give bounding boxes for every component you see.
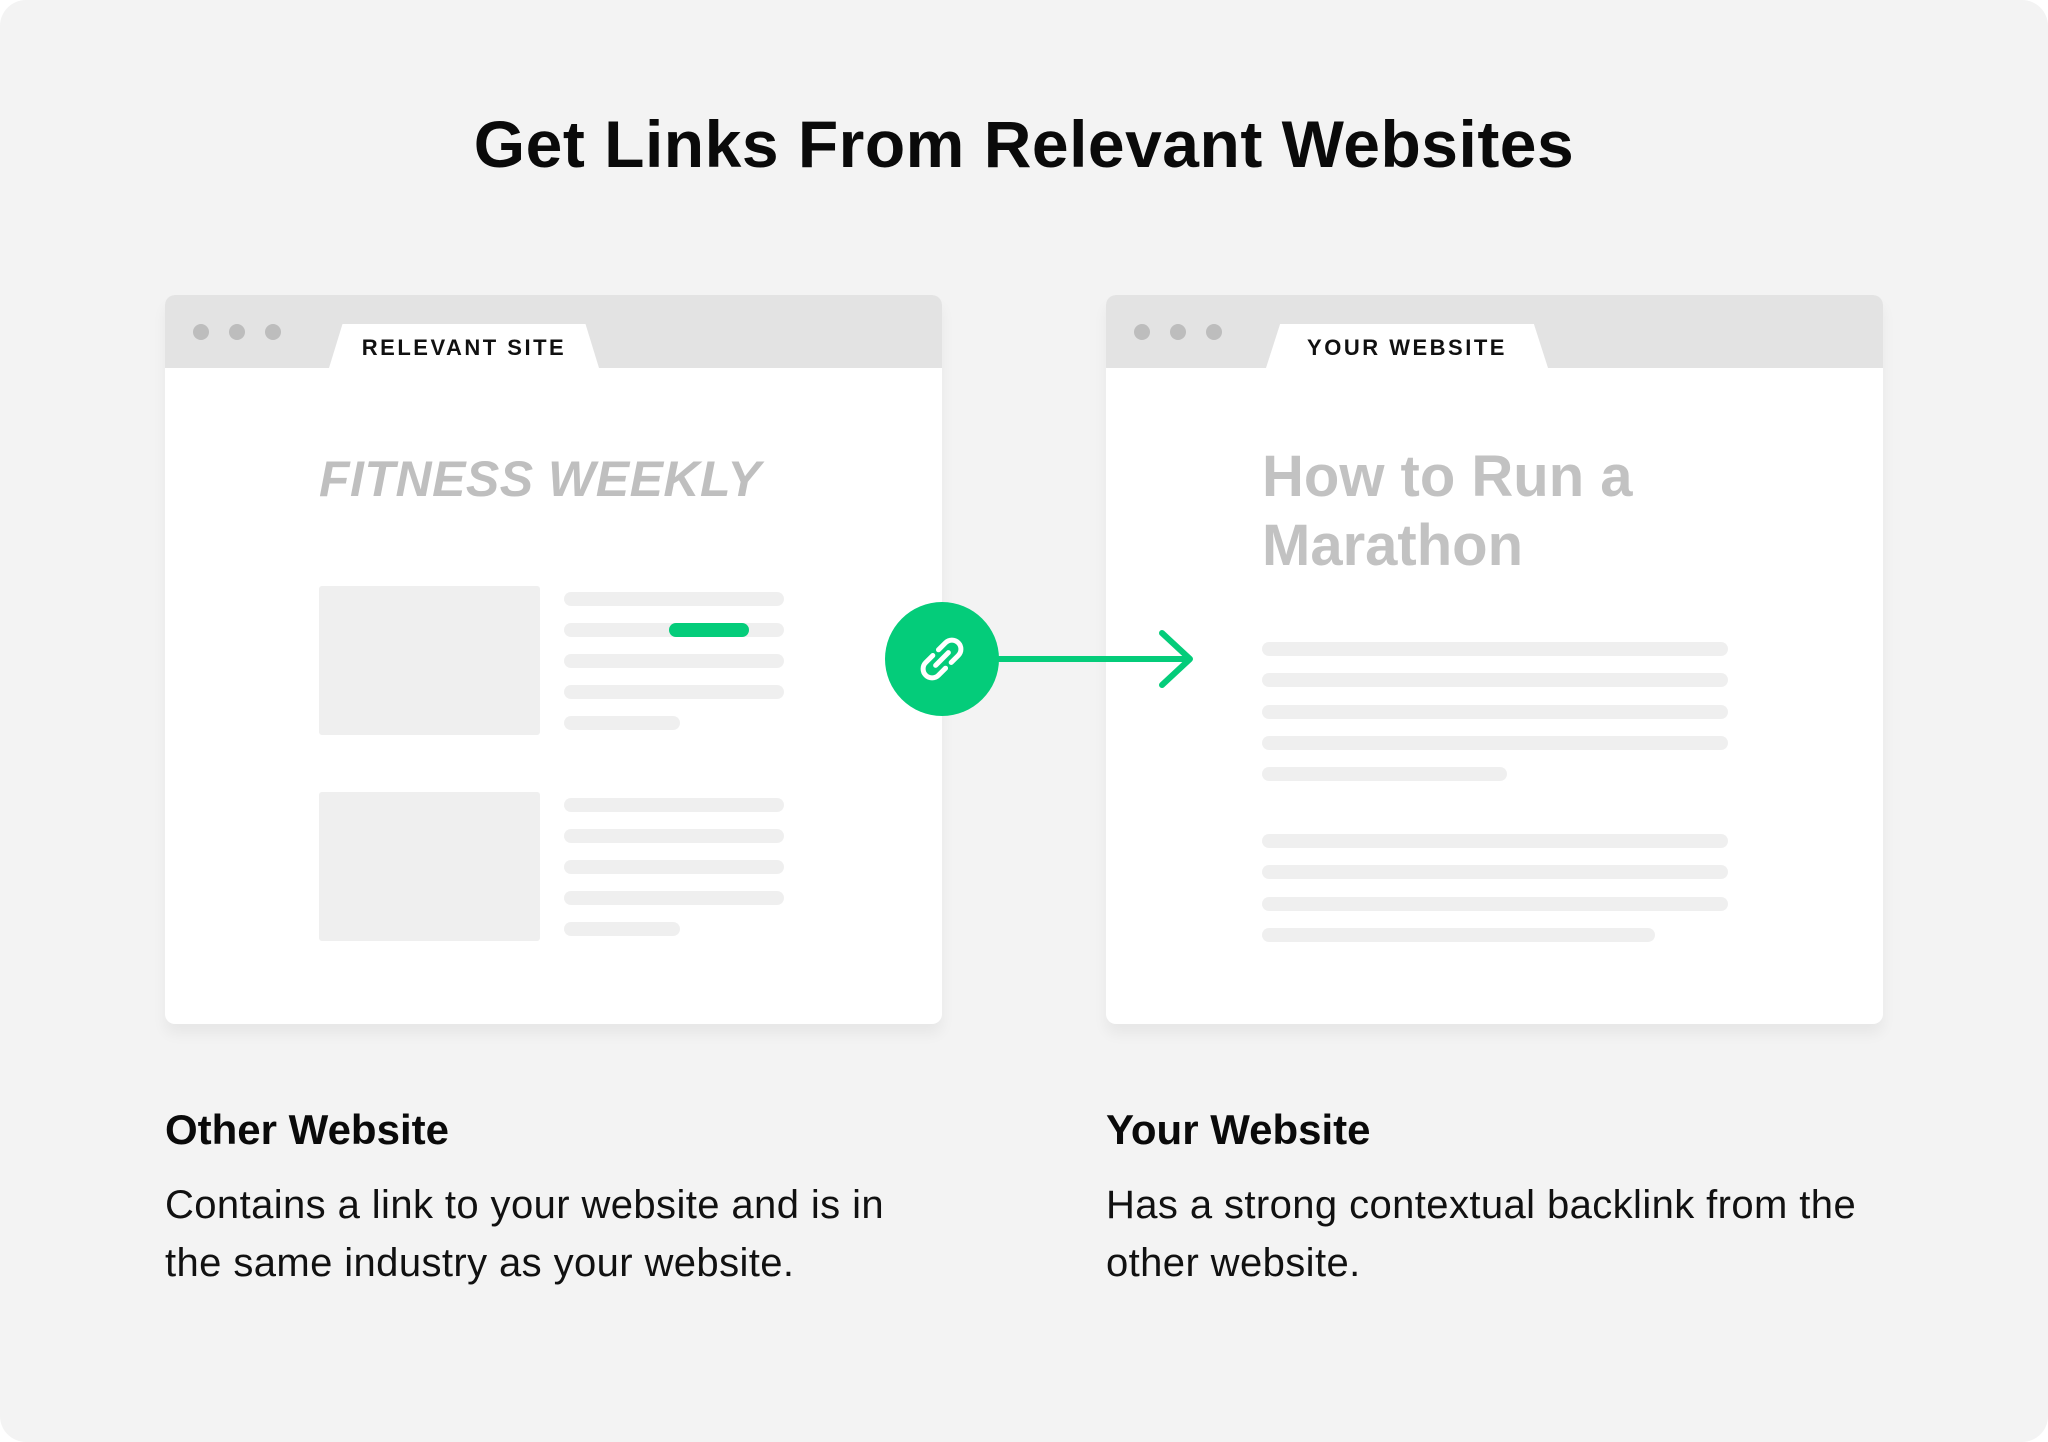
text-line-placeholder: [1262, 865, 1728, 879]
caption-your-website: Your Website Has a strong contextual bac…: [1106, 1106, 1886, 1292]
page-title: Get Links From Relevant Websites: [473, 107, 1575, 181]
text-line-placeholder: [1262, 642, 1728, 656]
image-placeholder: [319, 586, 540, 735]
text-line-placeholder: [1262, 897, 1728, 911]
caption-heading: Other Website: [165, 1106, 449, 1153]
tab-label: RELEVANT SITE: [361, 335, 567, 360]
text-line-placeholder: [1262, 834, 1728, 848]
window-dot-icon: [229, 324, 245, 340]
highlighted-link: [669, 623, 749, 637]
window-dot-icon: [1134, 324, 1150, 340]
text-line-placeholder: [1262, 736, 1728, 750]
text-line-placeholder: [564, 829, 784, 843]
browser-tab-bar: YOUR WEBSITE: [1106, 295, 1883, 368]
caption-body: Contains a link to your website and is i…: [165, 1183, 884, 1285]
text-line-placeholder: [564, 685, 784, 699]
your-website-window: YOUR WEBSITE How to Run a Marathon: [1106, 295, 1883, 1024]
site-name: FITNESS WEEKLY: [319, 451, 762, 507]
browser-tab: YOUR WEBSITE: [1266, 324, 1548, 368]
window-dot-icon: [1206, 324, 1222, 340]
text-line-placeholder: [564, 654, 784, 668]
text-line-placeholder: [1262, 928, 1655, 942]
browser-tab-bar: RELEVANT SITE: [165, 295, 942, 368]
tab-label: YOUR WEBSITE: [1307, 335, 1507, 360]
caption-body: Has a strong contextual backlink from th…: [1106, 1183, 1857, 1285]
window-dot-icon: [265, 324, 281, 340]
article-title: How to Run a Marathon: [1262, 444, 1633, 578]
caption-heading: Your Website: [1106, 1106, 1371, 1153]
text-line-placeholder: [564, 860, 784, 874]
window-dot-icon: [1170, 324, 1186, 340]
text-line-placeholder: [564, 891, 784, 905]
text-line-placeholder: [564, 716, 680, 730]
caption-other-website: Other Website Contains a link to your we…: [165, 1106, 945, 1292]
text-line-placeholder: [1262, 673, 1728, 687]
text-line-placeholder: [564, 922, 680, 936]
window-dot-icon: [193, 324, 209, 340]
text-line-placeholder: [1262, 767, 1507, 781]
text-line-placeholder: [564, 798, 784, 812]
relevant-site-window: RELEVANT SITE FITNESS WEEKLY: [165, 295, 942, 1024]
text-line-placeholder: [564, 592, 784, 606]
browser-tab: RELEVANT SITE: [329, 324, 599, 368]
text-line-placeholder: [1262, 705, 1728, 719]
image-placeholder: [319, 792, 540, 941]
